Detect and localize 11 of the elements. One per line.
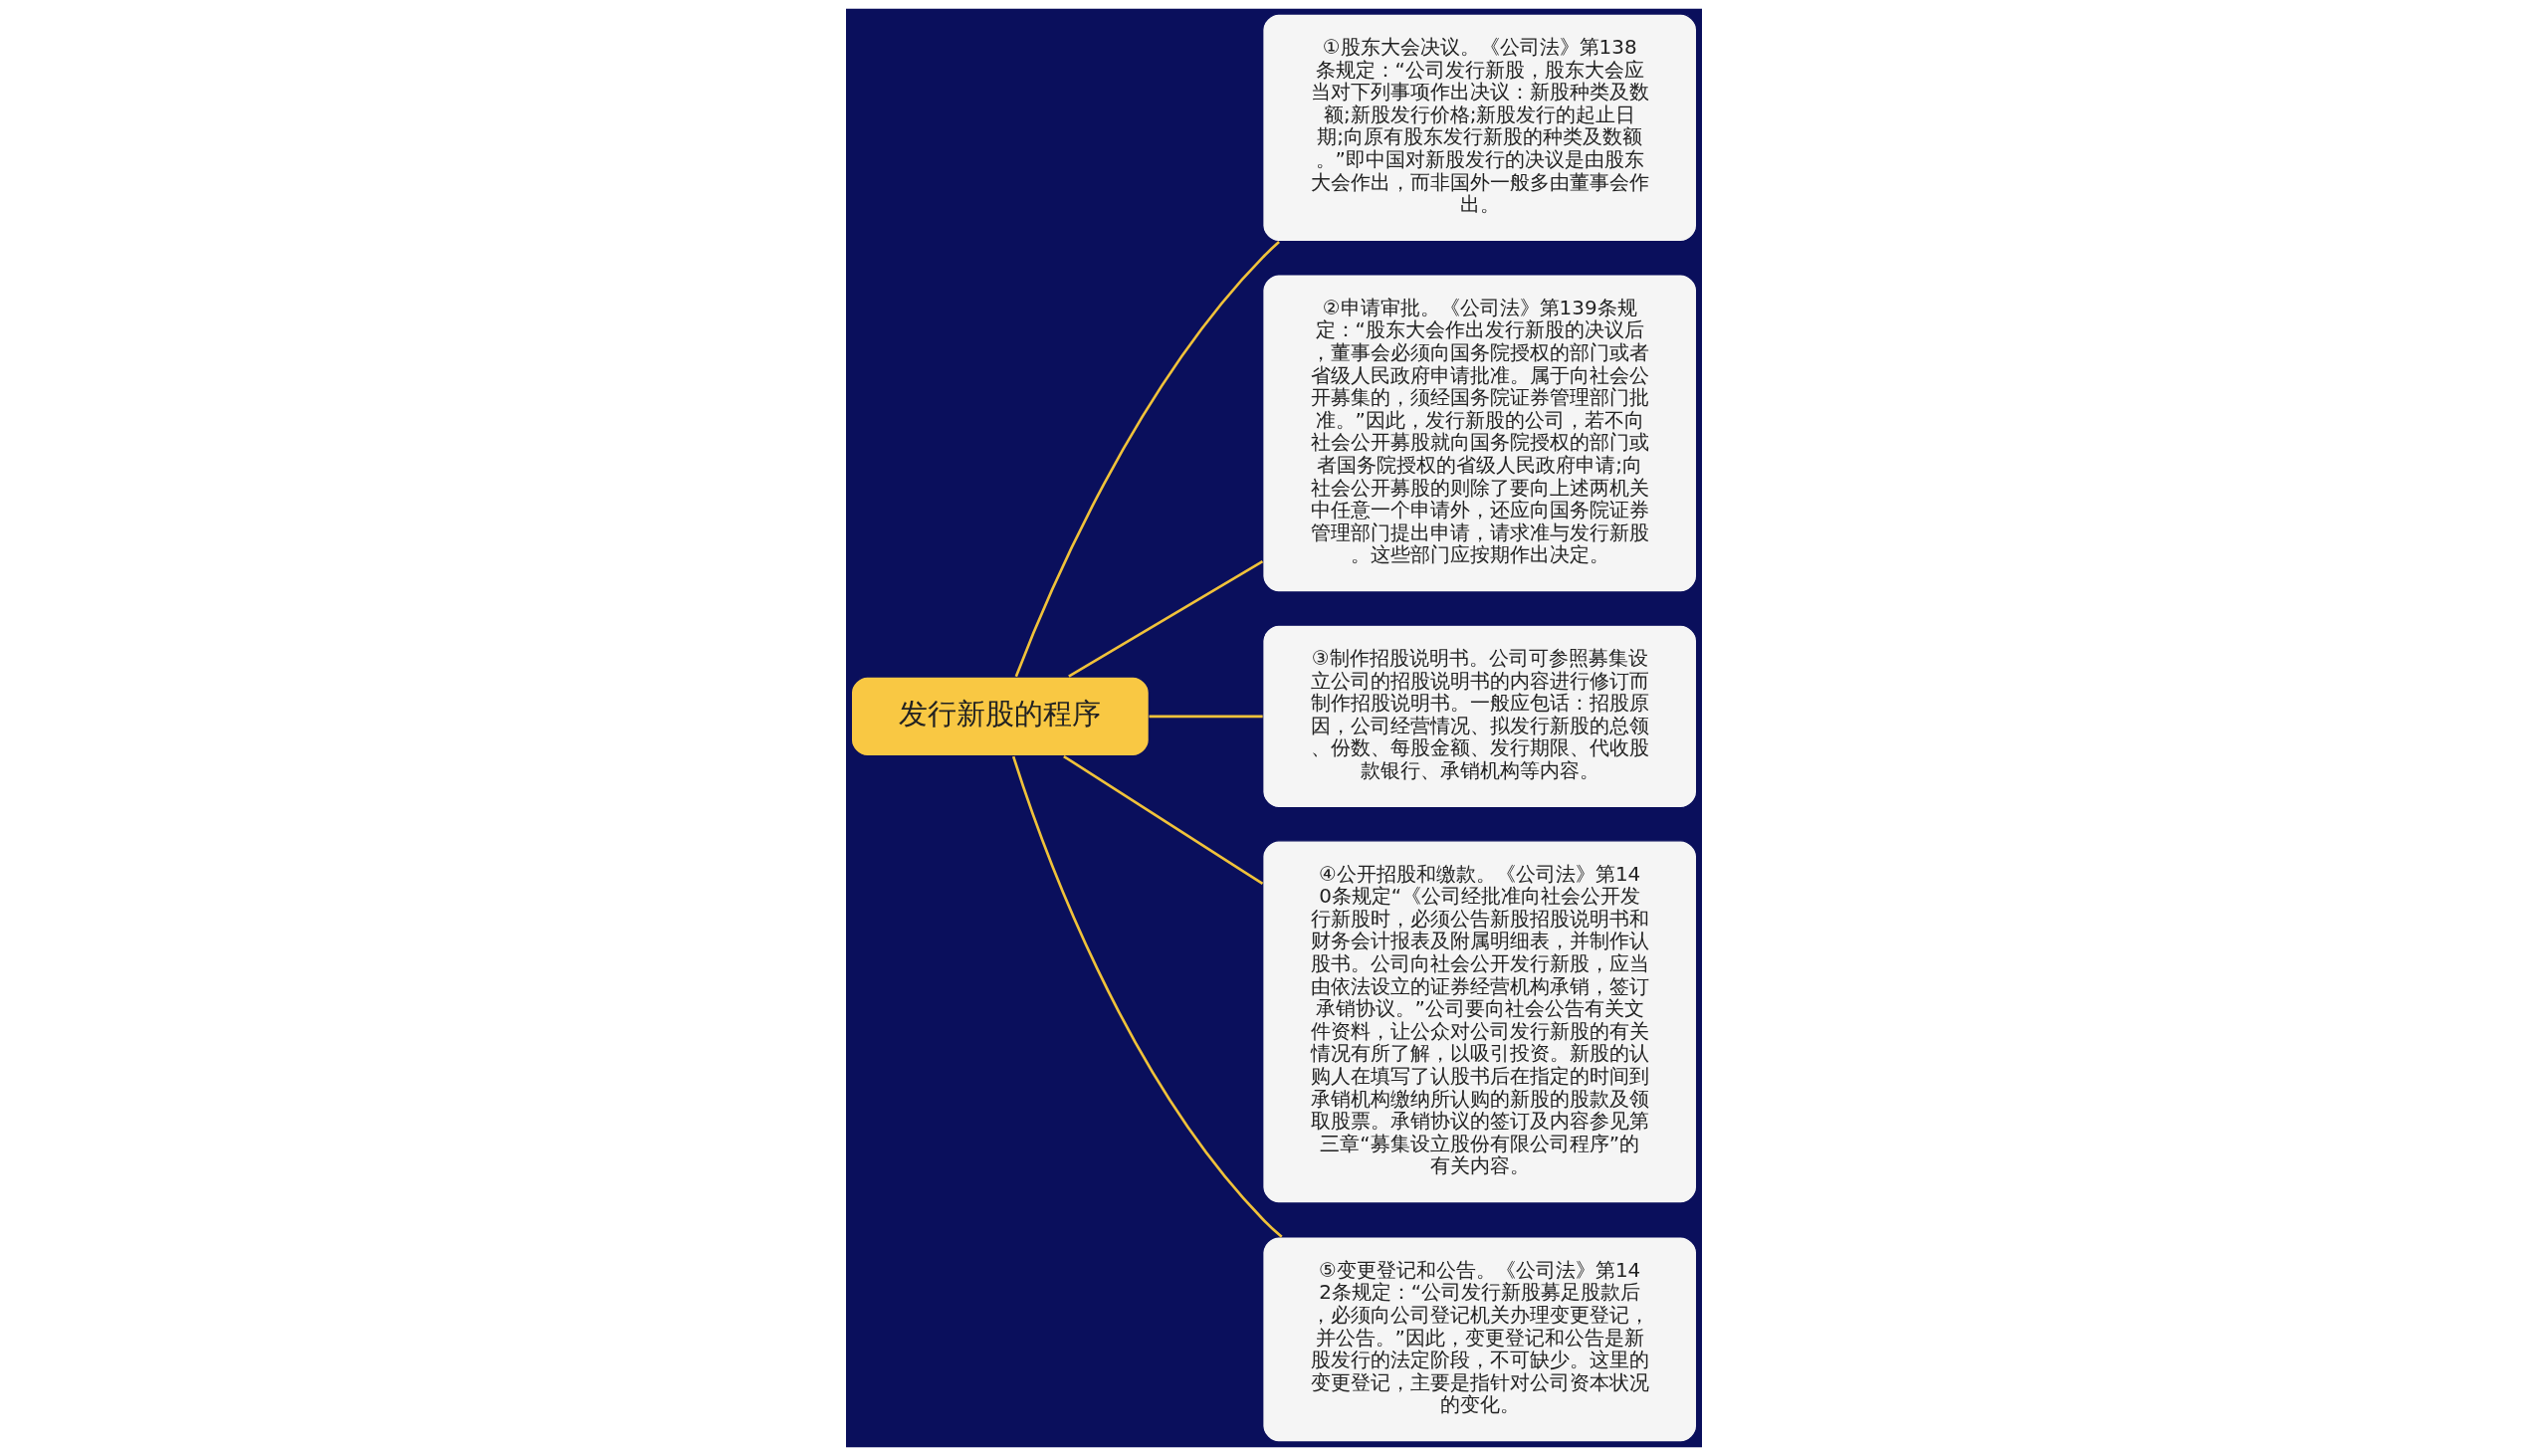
connector xyxy=(1063,754,1264,886)
node-box: ③制作招股说明书。公司可参照募集设立公司的招股说明书的内容进行修订而制作招股说明书。一般应包话：招股原因，公司经营情况、拟发行新股的总领、份数、每股金额、发行期限、代收股款银行、承销机构等内容。 xyxy=(1262,624,1698,809)
connector xyxy=(1014,241,1280,678)
connector xyxy=(1149,715,1263,719)
node-box: ①股东大会决议。《公司法》第138条规定：“公司发行新股，股东大会应当对下列事项作出决议：新股种类及数额;新股发行价格;新股发行的起止日期;向原有股东发行新股的种类及数额。”即中国对新股发行的决议是由股东大会作出，而非国外一般多由董事会作出。 xyxy=(1262,13,1698,243)
connector xyxy=(1011,755,1283,1238)
connector xyxy=(1068,560,1264,678)
node-box: ⑤变更登记和公告。《公司法》第142条规定：“公司发行新股募足股款后，必须向公司登记机关办理变更登记，并公告。”因此，变更登记和公告是新股发行的法定阶段，不可缺少。这里的变更登记，主要是指针对公司资本状况的变化。 xyxy=(1262,1236,1698,1443)
node-box: ②申请审批。《公司法》第139条规定：“股东大会作出发行新股的决议后，董事会必须向国务院授权的部门或者省级人民政府申请批准。属于向社会公开募集的，须经国务院证券管理部门批准。”因此，发行新股的公司，若不向社会公开募股就向国务院授权的部门或者国务院授权的省级人民政府申请;向社会公开募股的则除了要向上述两机关中任意一个申请外，还应向国务院证券管理部门提出申请，请求准与发行新股。这些部门应按期作出决定。 xyxy=(1262,274,1698,593)
node-box: 发行新股的程序 xyxy=(850,676,1151,757)
node-box: ④公开招股和缴款。《公司法》第140条规定“《公司经批准向社会公开发行新股时，必须公告新股招股说明书和财务会计报表及附属明细表，并制作认股书。公司向社会公开发行新股，应当由依法设立的证券经营机构承销，签订承销协议。”公司要向社会公告有关文件资料，让公众对公司发行新股的有关情况有所了解，以吸引投资。新股的认购人在填写了认股书后在指定的时间到承销机构缴纳所认购的新股的股款及领取股票。承销协议的签订及内容参见第三章“募集设立股份有限公司程序”的有关内容。 xyxy=(1262,840,1698,1204)
